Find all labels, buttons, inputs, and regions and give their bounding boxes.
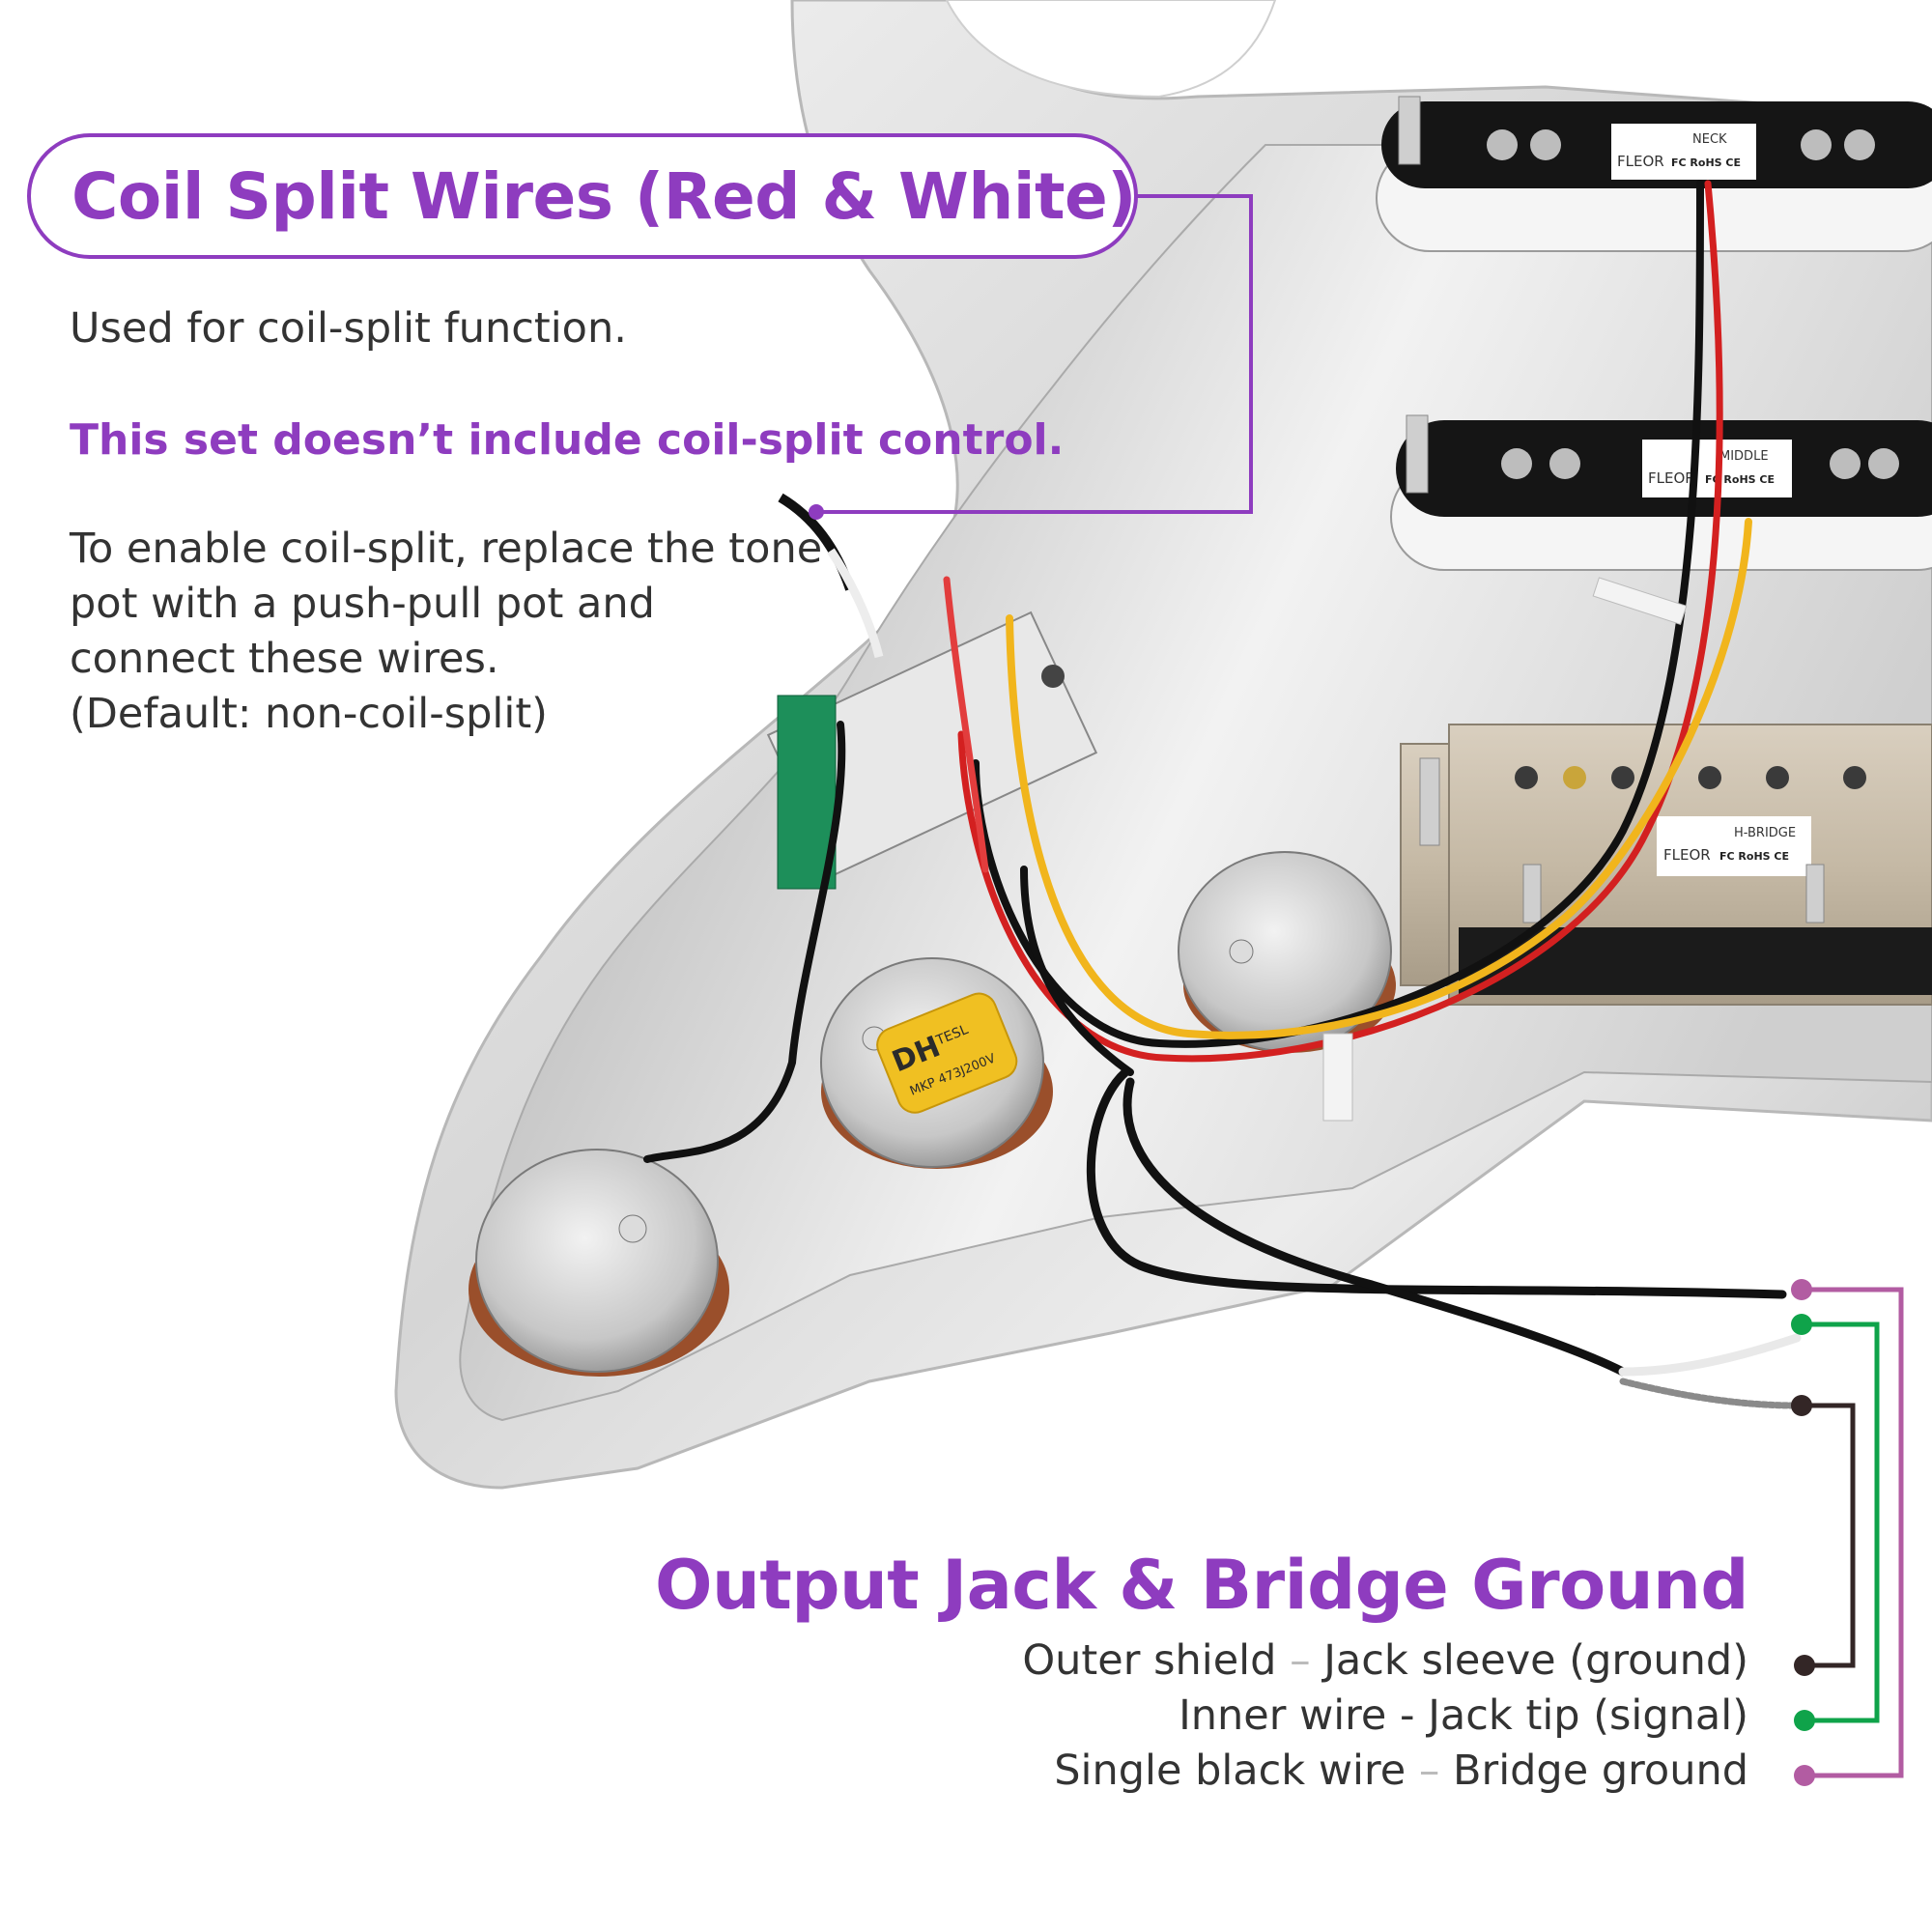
neck-pickup-marks: FC RoHS CE xyxy=(1671,156,1741,169)
neck-pickup: FLEOR NECK FC RoHS CE xyxy=(1376,96,1932,252)
coil-split-title-pill: Coil Split Wires (Red & White) xyxy=(27,133,1138,259)
cable-tie-upper xyxy=(1592,577,1688,625)
middle-pickup-marks: FC RoHS CE xyxy=(1705,473,1775,486)
neck-pickup-brand: FLEOR xyxy=(1617,153,1664,170)
coil-split-line1: Used for coil-split function. xyxy=(70,304,627,353)
output-row-shield-left: Outer shield xyxy=(1022,1636,1277,1685)
bridge-pickup-marks: FC RoHS CE xyxy=(1719,850,1789,863)
cable-tie-lower xyxy=(1322,1033,1353,1122)
output-row-bridge: Single black wire – Bridge ground xyxy=(1054,1747,1748,1795)
middle-pickup-brand: FLEOR xyxy=(1648,469,1695,487)
coil-split-para-2: pot with a push-pull pot and xyxy=(70,580,655,628)
neck-pickup-label: NECK xyxy=(1692,132,1727,147)
capacitor: DH TESL MKP 473J200V xyxy=(876,992,1018,1114)
volume-pot xyxy=(469,1149,729,1377)
coil-split-title: Coil Split Wires (Red & White) xyxy=(71,158,1136,234)
output-row-shield-right: Jack sleeve (ground) xyxy=(1323,1636,1748,1685)
output-legend-lines xyxy=(1802,1287,1904,1778)
middle-pickup-label: MIDDLE xyxy=(1719,449,1769,464)
coil-split-leader xyxy=(816,194,1253,514)
output-row-bridge-right: Bridge ground xyxy=(1453,1747,1748,1795)
coil-split-para-4: (Default: non-coil-split) xyxy=(70,690,548,738)
middle-pickup: FLEOR MIDDLE FC RoHS CE xyxy=(1390,414,1932,571)
output-row-inner-right: - Jack tip (signal) xyxy=(1400,1691,1748,1740)
output-row-shield: Outer shield – Jack sleeve (ground) xyxy=(1022,1636,1748,1685)
output-row-inner: Inner wire - Jack tip (signal) xyxy=(1179,1691,1748,1740)
output-wires xyxy=(1086,1067,1802,1409)
output-row-bridge-sep: – xyxy=(1418,1747,1440,1795)
output-row-bridge-left: Single black wire xyxy=(1054,1747,1406,1795)
coil-split-note: This set doesn’t include coil-split cont… xyxy=(70,415,1065,465)
bridge-pickup-brand: FLEOR xyxy=(1663,846,1711,864)
coil-split-para-1: To enable coil-split, replace the tone xyxy=(70,525,823,573)
bridge-pickup-label: H-BRIDGE xyxy=(1734,826,1796,840)
output-row-shield-sep: – xyxy=(1290,1636,1311,1685)
output-row-inner-left: Inner wire xyxy=(1179,1691,1387,1740)
pickup-wires xyxy=(643,180,1752,1163)
output-title: Output Jack & Bridge Ground xyxy=(655,1546,1748,1625)
coil-split-para-3: connect these wires. xyxy=(70,635,499,683)
